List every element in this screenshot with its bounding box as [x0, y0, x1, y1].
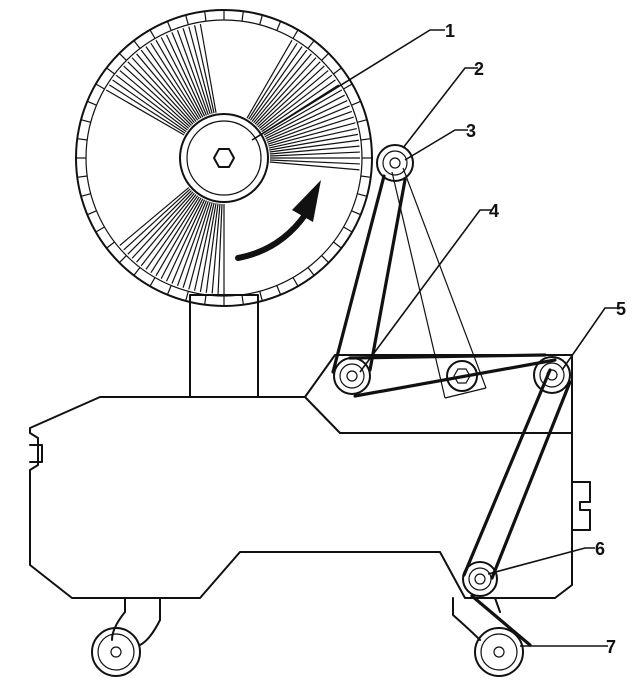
callout-5: 5 [616, 299, 626, 319]
callout-leaders [251, 29, 618, 647]
machine-body [29, 396, 573, 599]
large-reel [75, 9, 373, 307]
pulley-3 [376, 144, 414, 182]
tension-arm [391, 167, 487, 399]
idler-pulley [446, 360, 478, 392]
right-caster [452, 597, 524, 677]
callout-4: 4 [489, 201, 499, 221]
side-notch [571, 481, 591, 531]
callout-7: 7 [606, 637, 616, 657]
callout-1: 1 [445, 21, 455, 41]
curved-arrow-icon [235, 180, 321, 261]
callout-3: 3 [466, 121, 476, 141]
callout-6: 6 [595, 539, 605, 559]
pulley-5 [533, 356, 571, 394]
pulley-6 [462, 561, 498, 597]
left-caster [91, 597, 161, 677]
pulley-4 [333, 357, 371, 395]
left-notch [29, 444, 43, 463]
callout-2: 2 [474, 59, 484, 79]
support-column [189, 294, 259, 398]
